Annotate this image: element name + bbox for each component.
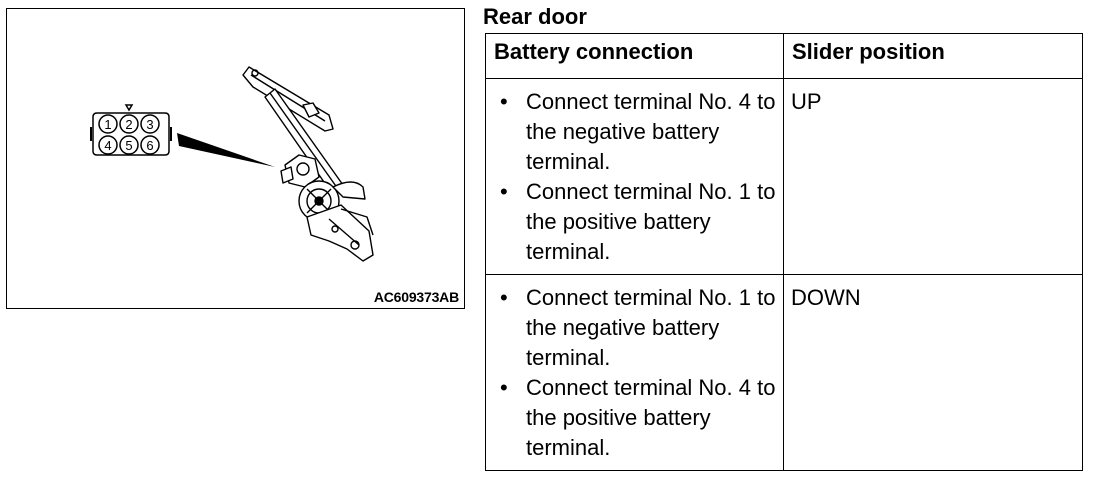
terminal-3: 3 (146, 117, 153, 132)
header-slider-position: Slider position (783, 33, 1083, 79)
terminal-6: 6 (146, 138, 153, 153)
table-header-row: Battery connection Slider position (485, 33, 1083, 79)
terminal-5: 5 (125, 138, 132, 153)
connection-steps: Connect terminal No. 4 to the negative b… (486, 79, 783, 267)
regulator-mechanism (242, 66, 374, 262)
slider-position-value: DOWN (791, 285, 861, 310)
slider-position-value: UP (791, 89, 822, 114)
header-battery-connection: Battery connection (485, 33, 784, 79)
section-title: Rear door (483, 4, 587, 29)
battery-connection-table: Battery connection Slider position Conne… (485, 33, 1083, 471)
terminal-4: 4 (104, 138, 111, 153)
figure-code: AC609373AB (373, 289, 459, 305)
table-row: Connect terminal No. 4 to the negative b… (485, 78, 1083, 275)
terminal-1: 1 (104, 117, 111, 132)
connection-steps: Connect terminal No. 1 to the negative b… (486, 275, 783, 463)
connection-cell: Connect terminal No. 1 to the negative b… (485, 274, 784, 471)
connection-cell: Connect terminal No. 4 to the negative b… (485, 78, 784, 275)
pointer-wedge (177, 133, 275, 167)
connection-step: Connect terminal No. 1 to the negative b… (500, 283, 777, 373)
position-cell: DOWN (783, 274, 1083, 471)
connection-step: Connect terminal No. 4 to the negative b… (500, 87, 777, 177)
position-cell: UP (783, 78, 1083, 275)
regulator-figure: 1 2 3 4 5 6 (6, 8, 465, 309)
table-row: Connect terminal No. 1 to the negative b… (485, 274, 1083, 471)
terminal-2: 2 (125, 117, 132, 132)
connector-diagram: 1 2 3 4 5 6 (90, 104, 172, 156)
window-regulator-drawing: 1 2 3 4 5 6 (90, 66, 374, 262)
connection-step: Connect terminal No. 4 to the positive b… (500, 373, 777, 463)
connection-step: Connect terminal No. 1 to the positive b… (500, 177, 777, 267)
